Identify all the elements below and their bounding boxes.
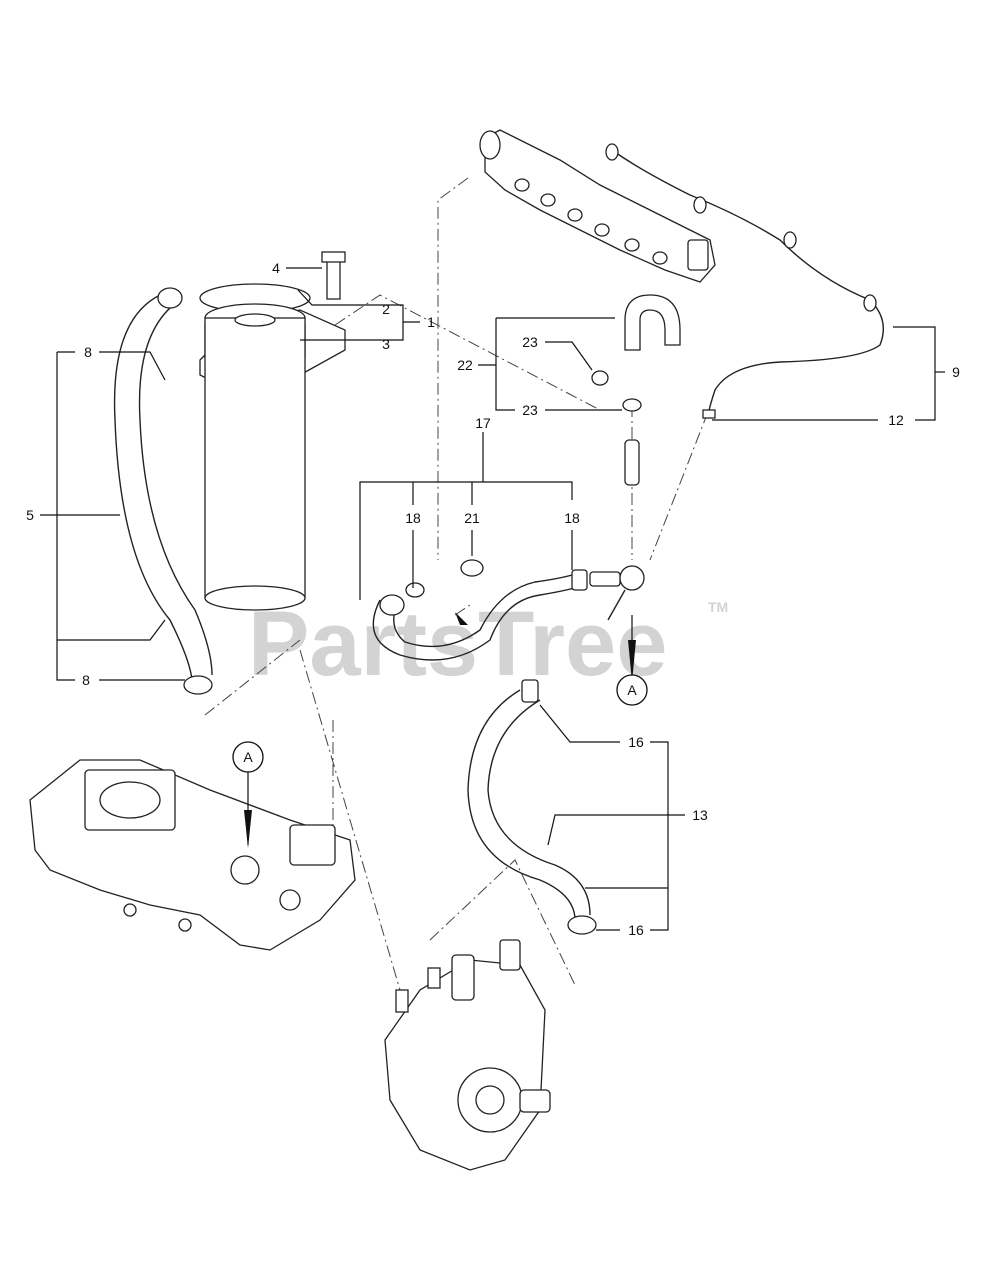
hose-13 [467, 679, 597, 935]
callout-16-top: 16 [628, 734, 644, 750]
callout-16-bottom: 16 [628, 922, 644, 938]
callout-23-bottom: 23 [522, 402, 538, 418]
callout-4: 4 [272, 260, 280, 276]
hose-17 [372, 559, 645, 661]
callout-21: 21 [464, 510, 480, 526]
callout-18-left: 18 [405, 510, 421, 526]
callout-2: 2 [382, 301, 390, 317]
watermark-tm: TM [708, 599, 728, 615]
callout-22: 22 [457, 357, 473, 373]
intake-manifold [29, 759, 356, 951]
return-line-hose [605, 143, 884, 419]
fuel-injector-rail [479, 129, 716, 283]
callout-12: 12 [888, 412, 904, 428]
callout-1: 1 [427, 314, 435, 330]
watermark-text: PartsTree [248, 593, 667, 695]
ref-a-left: A [243, 749, 253, 765]
callout-9: 9 [952, 364, 960, 380]
callout-18-right: 18 [564, 510, 580, 526]
fuel-filter-assembly [199, 251, 346, 611]
callout-8-top: 8 [84, 344, 92, 360]
ref-circle-a-right [616, 674, 648, 706]
fuel-injection-pump [384, 939, 551, 1171]
callout-23-top: 23 [522, 334, 538, 350]
ref-a-right: A [627, 682, 637, 698]
callout-labels: 4 2 3 1 8 5 8 22 23 23 9 12 17 18 21 18 … [26, 260, 960, 938]
watermark: PartsTree TM [248, 593, 728, 695]
leader-lines [40, 267, 945, 931]
reference-markers: A A [232, 674, 648, 773]
callout-5: 5 [26, 507, 34, 523]
hose-5 [113, 287, 213, 695]
elbow-hose-assembly [591, 294, 681, 486]
callout-8-bottom: 8 [82, 672, 90, 688]
callout-17: 17 [475, 415, 491, 431]
ref-circle-a-left [232, 741, 264, 773]
callout-13: 13 [692, 807, 708, 823]
callout-3: 3 [382, 336, 390, 352]
